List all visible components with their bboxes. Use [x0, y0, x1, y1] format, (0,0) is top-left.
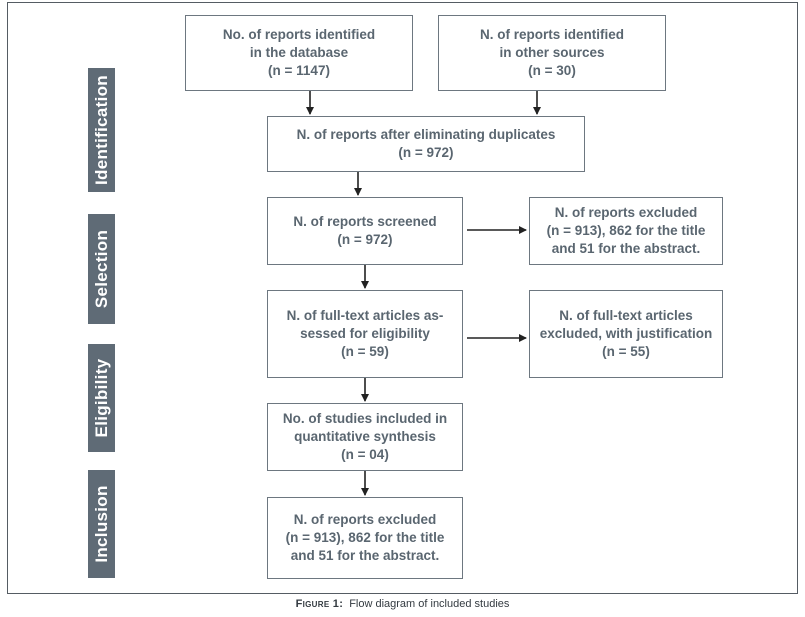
box-line: No. of reports identified [222, 27, 376, 42]
box-line: N. of reports screened [293, 214, 437, 229]
stage-identification: Identification [88, 68, 115, 192]
box-line: (n = 972) [337, 232, 393, 247]
box-line: (n = 1147) [268, 63, 330, 78]
box-line: (n = 30) [528, 63, 576, 78]
box-line: sessed for eligibility [300, 326, 430, 341]
box-line: in the database [249, 45, 349, 60]
box-screened: N. of reports screened (n = 972) [267, 197, 463, 265]
figure-caption: Figure 1: Flow diagram of included studie… [0, 598, 805, 610]
box-inclusion-final: N. of reports excluded (n = 913), 862 fo… [267, 497, 463, 579]
box-line: (n = 04) [341, 447, 389, 462]
stage-inclusion: Inclusion [88, 470, 115, 578]
box-line: (n = 55) [602, 344, 650, 359]
box-full-text-assessed: N. of full-text articles as- sessed for … [267, 290, 463, 378]
box-line: N. of reports identified [479, 27, 624, 42]
box-line: N. of reports after eliminating duplicat… [296, 127, 556, 142]
box-line: excluded, with justification [539, 326, 713, 341]
figure-label: Figure 1: [295, 598, 344, 610]
box-line: N. of reports excluded [293, 512, 437, 527]
stage-eligibility: Eligibility [88, 344, 115, 452]
box-line: N. of full-text articles [559, 308, 693, 323]
box-line: N. of full-text articles as- [286, 308, 444, 323]
box-line: in other sources [499, 45, 605, 60]
box-line: (n = 972) [398, 145, 454, 160]
box-studies-included: No. of studies included in quantitative … [267, 403, 463, 471]
box-line: No. of studies included in [282, 411, 448, 426]
box-line: quantitative synthesis [294, 429, 436, 444]
box-line: and 51 for the abstract. [551, 241, 701, 256]
box-line: and 51 for the abstract. [290, 548, 440, 563]
box-line: (n = 59) [341, 344, 389, 359]
box-identified-database: No. of reports identified in the databas… [185, 15, 413, 91]
box-line: (n = 913), 862 for the title [546, 223, 706, 238]
box-after-duplicates: N. of reports after eliminating duplicat… [267, 116, 585, 172]
box-excluded-screening: N. of reports excluded (n = 913), 862 fo… [529, 197, 723, 265]
box-identified-other-sources: N. of reports identified in other source… [438, 15, 666, 91]
box-line: N. of reports excluded [554, 205, 698, 220]
figure-caption-text: Flow diagram of included studies [349, 598, 510, 610]
stage-selection: Selection [88, 214, 115, 324]
box-line: (n = 913), 862 for the title [285, 530, 445, 545]
box-full-text-excluded: N. of full-text articles excluded, with … [529, 290, 723, 378]
